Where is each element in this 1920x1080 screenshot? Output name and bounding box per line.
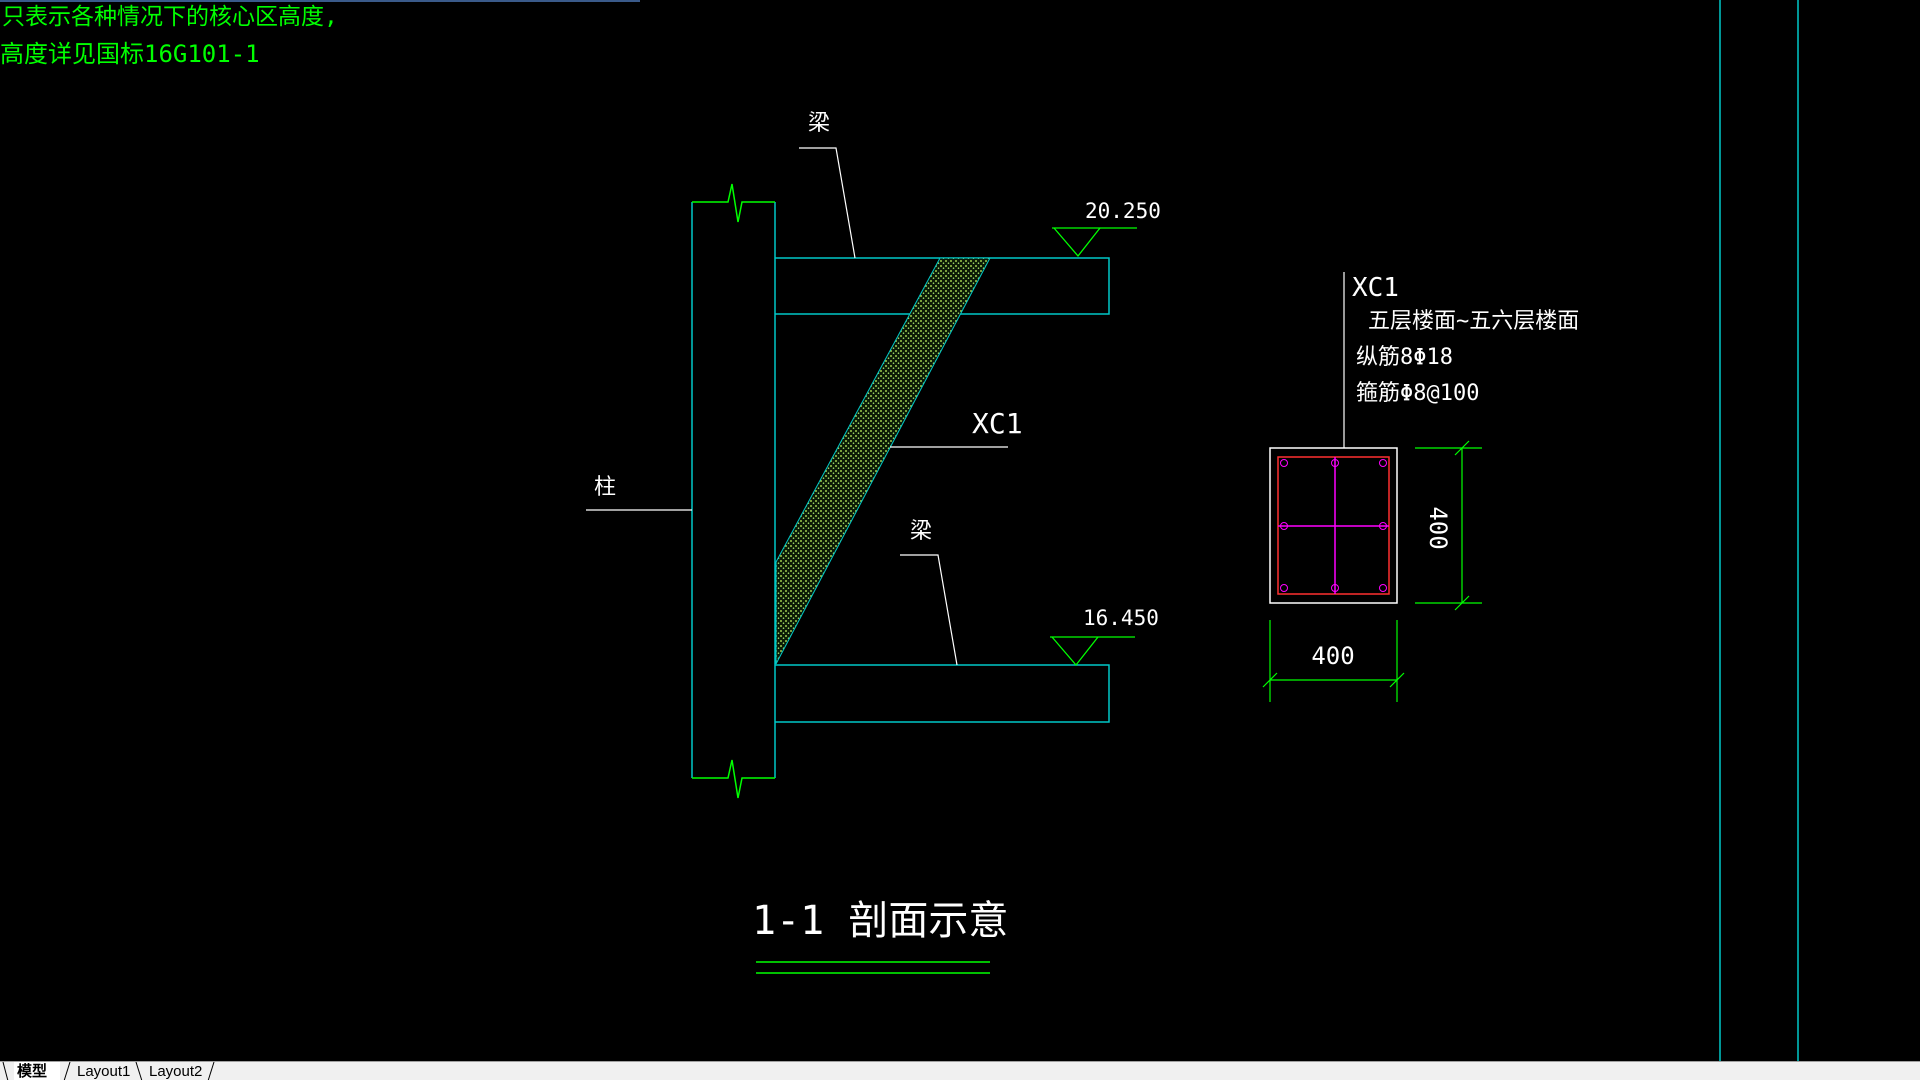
column (691, 202, 776, 778)
detail-cross-section (1269, 447, 1398, 604)
tab-separator-icon (63, 1062, 71, 1080)
label-beam-top: 梁 (808, 111, 830, 136)
detail-name: XC1 (1352, 273, 1399, 303)
break-line-bottom (692, 759, 775, 799)
dim-height: 400 (1424, 506, 1452, 549)
layout-tab-bar: 模型 Layout1 Layout2 (0, 1061, 1920, 1080)
tab-separator-icon (135, 1062, 143, 1080)
break-line-top (692, 183, 775, 223)
elevation-bottom: 16.450 (1083, 606, 1159, 630)
detail-longitudinal: 纵筋8Φ18 (1356, 345, 1453, 370)
tab-layout2[interactable]: Layout2 (149, 1063, 203, 1080)
label-beam-bottom: 梁 (910, 519, 932, 544)
elevation-mark-top (1052, 227, 1137, 258)
detail-stirrup: 箍筋Φ8@100 (1356, 381, 1479, 406)
tab-layout1[interactable]: Layout1 (77, 1063, 131, 1080)
brace-hatch (775, 257, 991, 665)
section-title: 1-1 剖面示意 (752, 898, 1008, 944)
note-line-1: 只表示各种情况下的核心区高度, (2, 4, 338, 30)
label-column: 柱 (594, 475, 616, 500)
tab-separator-icon (207, 1062, 215, 1080)
dimension-vertical (1415, 440, 1482, 611)
detail-range: 五层楼面~五六层楼面 (1368, 309, 1579, 334)
note-line-2: 高度详见国标16G101-1 (0, 40, 260, 68)
dimension-horizontal (1262, 620, 1405, 702)
elevation-mark-bottom (1050, 636, 1135, 667)
elevation-top: 20.250 (1085, 199, 1161, 223)
beam-bottom (775, 664, 1110, 723)
tab-separator-icon (2, 1062, 9, 1080)
leader-beam-top (799, 147, 856, 259)
leader-beam-bottom (900, 554, 958, 666)
label-brace: XC1 (972, 407, 1023, 440)
tab-model[interactable]: 模型 (14, 1062, 60, 1080)
dim-width: 400 (1311, 642, 1354, 670)
